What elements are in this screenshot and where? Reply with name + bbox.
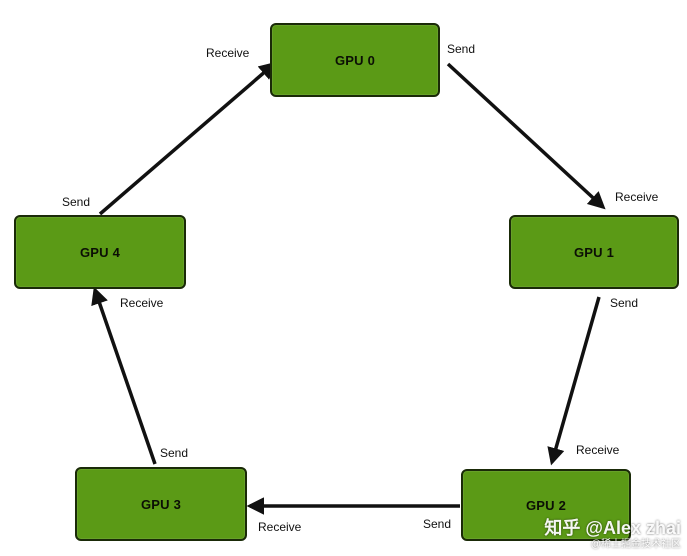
gpu-3-node: GPU 3 bbox=[75, 467, 247, 541]
watermark: 知乎 @Alex zhai @稀土掘金技术社区 bbox=[544, 518, 681, 550]
gpu-0-node: GPU 0 bbox=[270, 23, 440, 97]
gpu3-receive-label: Receive bbox=[258, 520, 302, 534]
gpu1-send-label: Send bbox=[610, 296, 639, 310]
arrow-gpu0-to-gpu1 bbox=[446, 62, 606, 210]
gpu-1-label: GPU 1 bbox=[573, 244, 614, 260]
gpu-2-node: GPU 2 bbox=[461, 469, 631, 541]
gpu0-receive-label: Receive bbox=[206, 46, 250, 60]
gpu2-send-label: Send bbox=[423, 517, 452, 531]
gpu-1-node: GPU 1 bbox=[509, 215, 679, 289]
gpu-3-label: GPU 3 bbox=[140, 496, 181, 512]
gpu4-send-label: Send bbox=[62, 195, 91, 209]
gpu1-receive-label: Receive bbox=[615, 190, 659, 204]
gpu-2-label: GPU 2 bbox=[525, 497, 566, 513]
arrow-gpu4-to-gpu0 bbox=[98, 61, 277, 216]
arrow-gpu3-to-gpu4 bbox=[91, 286, 157, 465]
gpu-4-label: GPU 4 bbox=[79, 244, 120, 260]
gpu-0-label: GPU 0 bbox=[334, 52, 375, 68]
gpu0-send-label: Send bbox=[447, 42, 476, 56]
gpu-4-node: GPU 4 bbox=[14, 215, 186, 289]
watermark-sub: @稀土掘金技术社区 bbox=[590, 539, 681, 550]
arrow-gpu1-to-gpu2 bbox=[547, 296, 601, 466]
watermark-main: 知乎 @Alex zhai bbox=[544, 518, 681, 539]
gpu4-receive-label: Receive bbox=[120, 296, 164, 310]
gpu3-send-label: Send bbox=[160, 446, 189, 460]
gpu2-receive-label: Receive bbox=[576, 443, 620, 457]
